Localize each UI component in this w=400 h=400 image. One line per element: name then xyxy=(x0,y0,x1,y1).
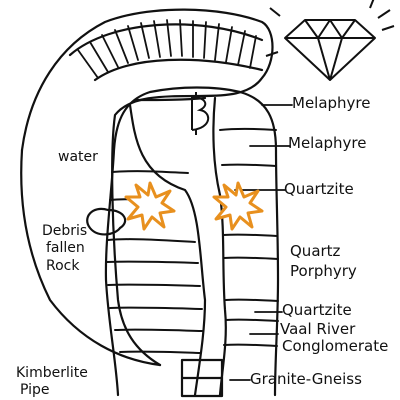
arch-hatching xyxy=(77,19,257,79)
bitcoin-icon xyxy=(191,92,210,135)
label-porphyry: Porphyry xyxy=(290,262,357,280)
label-quartzite-2: Quartzite xyxy=(282,301,352,319)
label-melaphyre-2: Melaphyre xyxy=(288,134,367,152)
arch-band-inner xyxy=(93,58,264,82)
crater-left-wall xyxy=(104,86,242,397)
pipe-right-wall xyxy=(212,96,227,397)
arch-band-outer xyxy=(68,23,264,57)
starburst-icon-right xyxy=(212,181,264,231)
pointer-lines xyxy=(229,104,293,381)
debris-mound xyxy=(86,207,127,236)
label-vaal-river: Vaal River xyxy=(280,320,356,338)
label-debris: Debris xyxy=(42,223,88,239)
label-quartz: Quartz xyxy=(290,242,341,260)
starburst-icon-left xyxy=(124,181,176,231)
label-quartzite-1: Quartzite xyxy=(284,180,354,198)
basin-outline-lower xyxy=(20,148,162,367)
label-rock: Rock xyxy=(46,258,80,274)
label-melaphyre-top: Melaphyre xyxy=(292,94,371,112)
label-water: water xyxy=(58,149,98,165)
label-kimberlite: Kimberlite xyxy=(16,365,88,381)
pipe-left-wall xyxy=(128,103,207,397)
label-pipe: Pipe xyxy=(20,382,50,398)
label-fallen: fallen xyxy=(46,240,85,256)
crater-right-wall xyxy=(238,90,280,397)
left-strata xyxy=(106,170,203,354)
diamond-icon xyxy=(265,0,395,81)
right-strata xyxy=(219,127,279,347)
label-granite-gneiss: Granite-Gneiss xyxy=(250,370,362,388)
label-conglomerate: Conglomerate xyxy=(282,337,389,355)
